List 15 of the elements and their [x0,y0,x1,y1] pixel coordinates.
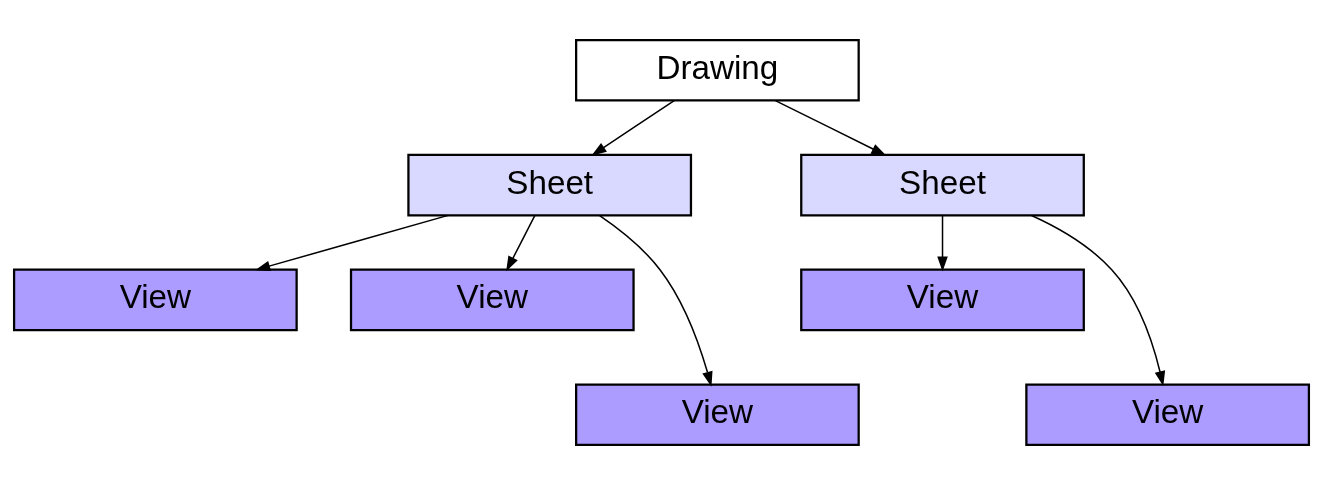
node-box: Sheet [800,153,1085,216]
arrow [506,214,536,271]
arrow [591,99,675,156]
node-box: View [12,268,298,331]
arrow [1030,214,1166,386]
node-box: View [349,268,635,331]
arrow [937,214,948,272]
node-box: View [1025,382,1311,446]
node-box: Drawing [575,38,860,102]
arrow [774,99,887,156]
node-box: View [575,382,860,446]
node-box: View [800,268,1085,331]
arrow [255,214,449,271]
arrow [598,214,713,387]
node-box: Sheet [407,153,693,216]
